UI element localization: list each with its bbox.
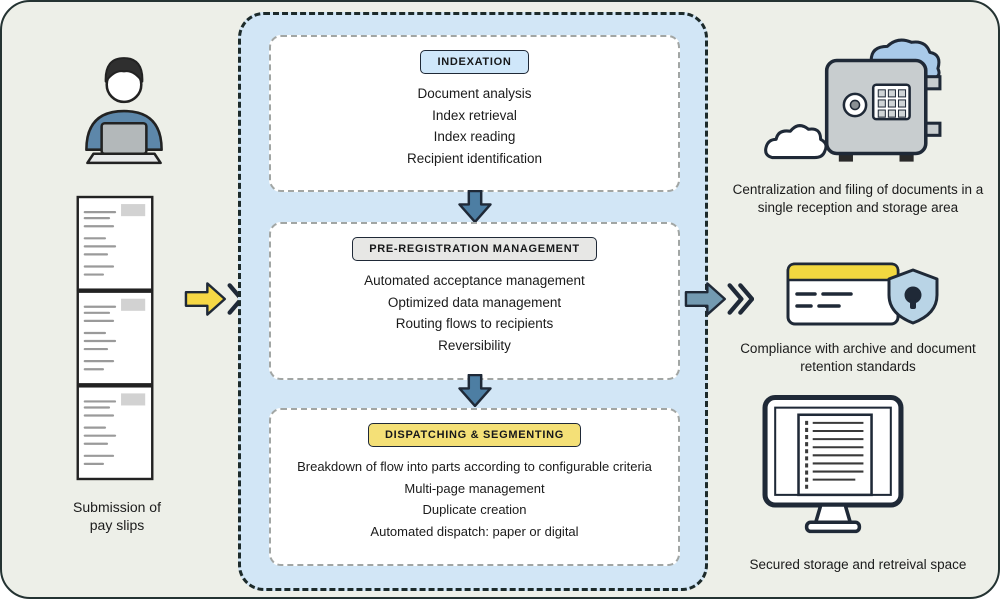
down-arrow-icon [456,190,494,223]
stage-pre-registration: PRE-REGISTRATION MANAGEMENT Automated ac… [269,222,680,380]
stage-item: Breakdown of flow into parts according t… [297,459,652,474]
stage-item: Routing flows to recipients [395,316,554,331]
stage-item: Index retrieval [432,107,517,123]
person-at-laptop-icon [68,48,180,168]
stage-item: Automated dispatch: paper or digital [370,523,579,539]
stage-indexation-badge: INDEXATION [420,50,529,74]
stage-item: Multi-page management [404,480,545,496]
outcome-label-compliance: Compliance with archive and document ret… [740,341,976,374]
safe-cloud-icon [764,34,946,178]
stage-pre-registration-items: Automated acceptance management Optimize… [364,270,585,356]
monitor-document-icon [762,394,904,542]
card-shield-icon [785,254,943,338]
submission-label: Submission of pay slips [73,499,161,533]
stage-item: Recipient identification [406,150,543,166]
outcome-label-secured-storage: Secured storage and retreival space [749,557,967,572]
stage-pre-registration-badge: PRE-REGISTRATION MANAGEMENT [352,237,597,261]
stage-item: Duplicate creation [422,502,527,517]
stage-dispatching-items: Breakdown of flow into parts according t… [297,456,652,542]
stage-item: Optimized data management [387,294,562,310]
stage-dispatching: DISPATCHING & SEGMENTING Breakdown of fl… [269,408,680,566]
stage-indexation: INDEXATION Document analysis Index retri… [269,35,680,192]
blue-right-arrow-icon [684,279,754,319]
stage-indexation-items: Document analysis Index retrieval Index … [407,83,542,169]
down-arrow-icon [456,374,494,407]
outcome-label-centralization: Centralization and filing of documents i… [732,182,984,215]
stage-item: Reversibility [438,337,511,353]
stage-item: Document analysis [417,86,532,101]
stage-dispatching-badge: DISPATCHING & SEGMENTING [368,423,581,447]
pay-slips-stack-icon [74,194,156,482]
stage-item: Index reading [433,129,516,144]
stage-item: Automated acceptance management [364,273,585,288]
